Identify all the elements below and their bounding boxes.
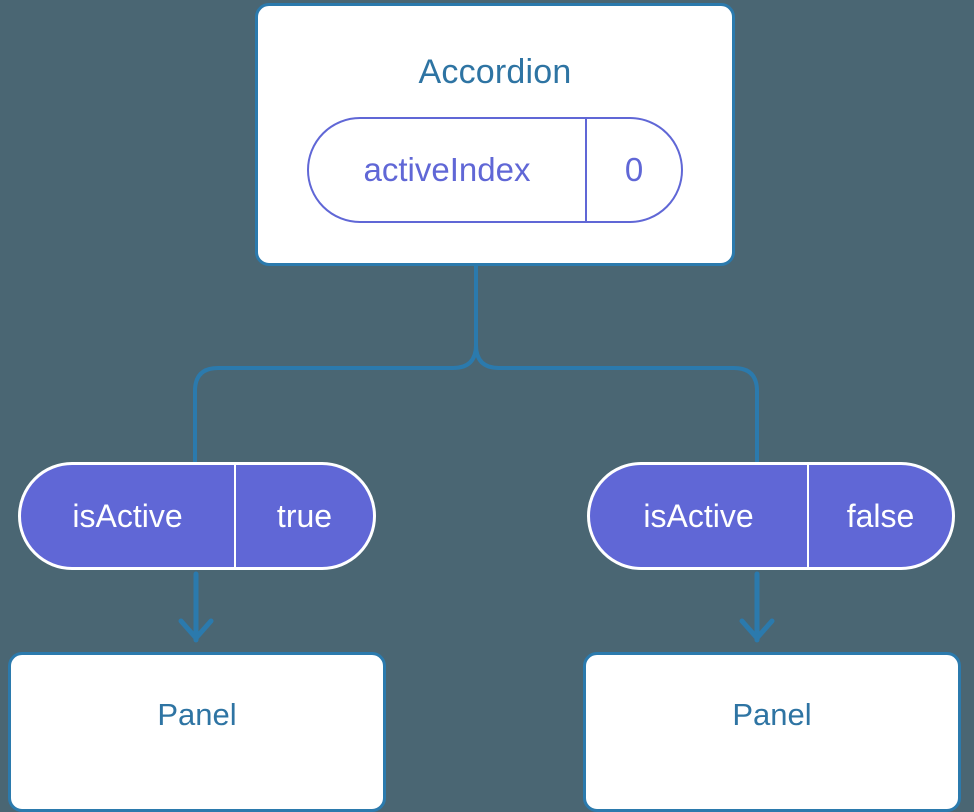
prop-chip-value: false: [846, 497, 915, 534]
component-node-panel-left[interactable]: Panel: [8, 652, 386, 812]
prop-chip-value: true: [276, 497, 333, 534]
prop-chip-is-active-false[interactable]: isActive false: [587, 462, 955, 570]
component-node-title: Panel: [157, 697, 237, 732]
component-node-title: Accordion: [418, 53, 572, 91]
state-chip-active-index[interactable]: activeIndex 0: [307, 117, 683, 223]
state-chip-value: 0: [624, 151, 644, 188]
diagram-canvas: Accordion activeIndex 0 isActive true is…: [8, 3, 961, 812]
prop-chip-key: isActive: [21, 465, 236, 567]
arrow-left-head-icon: [178, 618, 214, 641]
state-chip-key: activeIndex: [309, 119, 587, 221]
prop-chip-key: isActive: [590, 465, 809, 567]
component-node-title: Panel: [732, 697, 812, 732]
connector-right-branch: [474, 264, 759, 464]
component-node-panel-right[interactable]: Panel: [583, 652, 961, 812]
connector-left-branch: [193, 264, 478, 464]
arrow-right-head-icon: [739, 618, 775, 641]
prop-chip-is-active-true[interactable]: isActive true: [18, 462, 376, 570]
